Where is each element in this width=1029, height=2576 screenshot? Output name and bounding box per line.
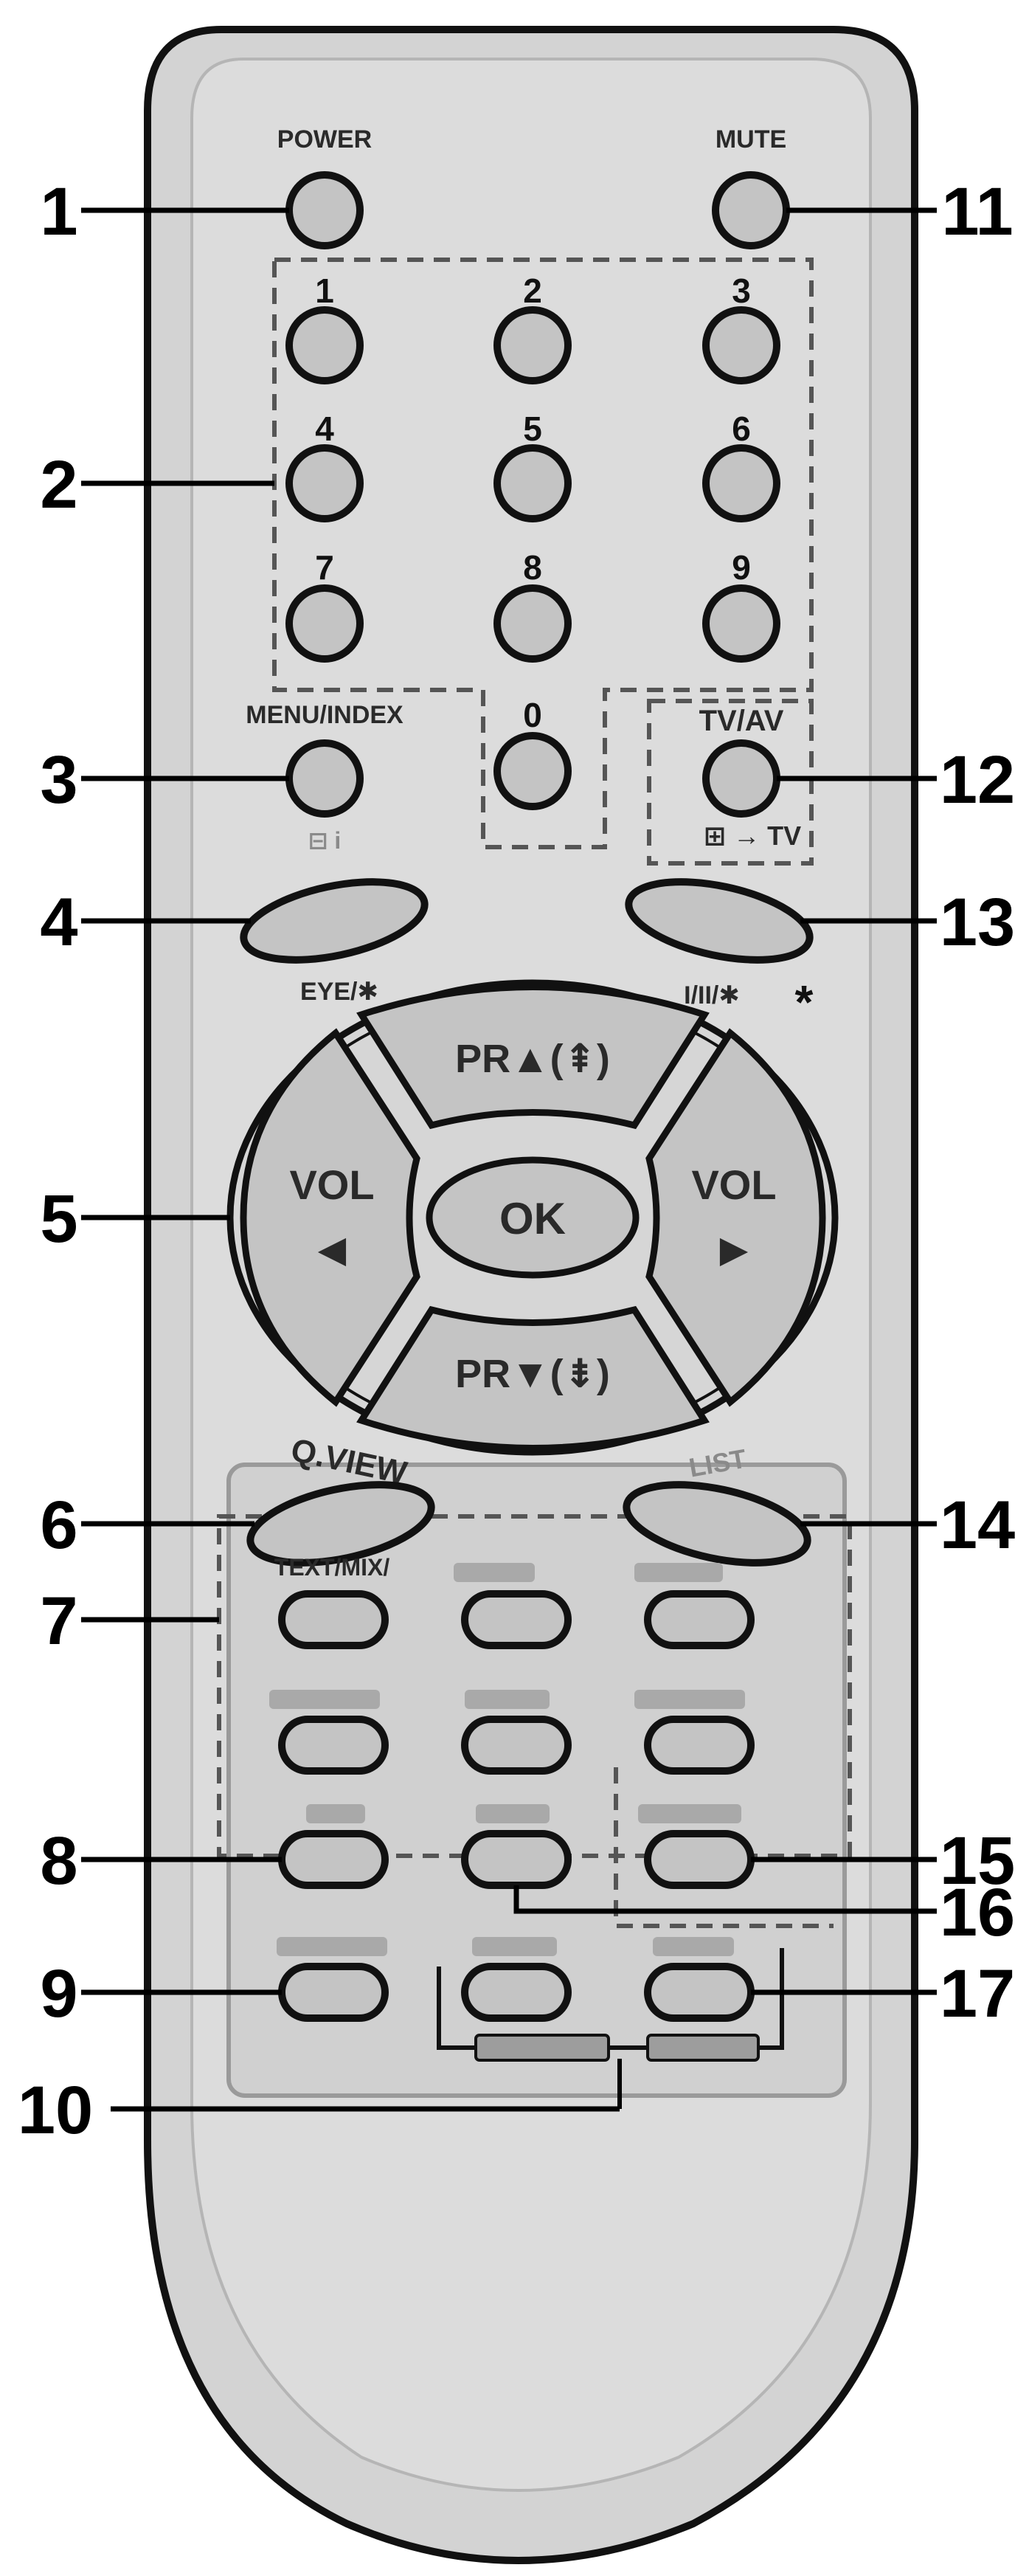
vol-right-label: VOL <box>691 1161 776 1208</box>
bottom-row-tag-left <box>474 2034 610 2062</box>
callout-8: 8 <box>40 1823 77 1899</box>
digit-3-button[interactable] <box>702 306 780 384</box>
teletext-caption-1 <box>454 1563 535 1582</box>
ok-label: OK <box>499 1194 566 1243</box>
digit-5-button[interactable] <box>493 444 572 522</box>
digit-1-button[interactable] <box>285 306 364 384</box>
teletext-button-10[interactable] <box>278 1963 389 2022</box>
teletext-button-6[interactable] <box>644 1716 755 1775</box>
vol-left-arrow: ◀ <box>318 1229 347 1270</box>
teletext-caption-4 <box>269 1690 380 1709</box>
vol-left-button[interactable] <box>240 1028 420 1407</box>
digit-2-button[interactable] <box>493 306 572 384</box>
callout-6: 6 <box>40 1488 77 1563</box>
tv-av-frame <box>647 699 814 866</box>
number-pad-frame <box>272 258 814 849</box>
teletext-button-3[interactable] <box>644 1590 755 1649</box>
digit-7-label: 7 <box>315 548 334 587</box>
i-ii-button[interactable] <box>622 868 817 974</box>
teletext-button-5[interactable] <box>461 1716 572 1775</box>
callout-5: 5 <box>40 1181 77 1257</box>
pr-down-label: PR▼(⇟) <box>455 1352 610 1396</box>
digit-0-label: 0 <box>523 696 542 734</box>
teletext-button-7[interactable] <box>278 1830 389 1889</box>
callout-14: 14 <box>940 1488 1015 1563</box>
teletext-button-11[interactable] <box>461 1963 572 2022</box>
list-button[interactable] <box>620 1471 814 1577</box>
digit-6-button[interactable] <box>702 444 780 522</box>
qview-button[interactable] <box>243 1471 438 1577</box>
digit-5-label: 5 <box>523 410 542 448</box>
digit-6-label: 6 <box>732 410 751 448</box>
pr-up-button[interactable] <box>356 984 710 1130</box>
teletext-button-9[interactable] <box>644 1830 755 1889</box>
callout-1: 1 <box>40 174 77 249</box>
callout-9: 9 <box>40 1956 77 2031</box>
callout-4: 4 <box>40 885 77 960</box>
digit-8-label: 8 <box>523 548 542 587</box>
digit-2-label: 2 <box>523 272 542 310</box>
callout-12: 12 <box>940 742 1015 818</box>
vol-left-label: VOL <box>289 1161 374 1208</box>
eye-button[interactable] <box>237 868 432 974</box>
digit-7-button[interactable] <box>285 584 364 663</box>
callout-3: 3 <box>40 742 77 818</box>
pr-up-label: PR▲(⇞) <box>455 1037 610 1081</box>
digit-9-button[interactable] <box>702 584 780 663</box>
callout-11: 11 <box>941 174 1013 249</box>
teletext-caption-9 <box>638 1804 741 1823</box>
callout-17: 17 <box>940 1956 1015 2031</box>
teletext-lower-dashed <box>614 1767 834 1928</box>
teletext-caption-5 <box>465 1690 550 1709</box>
digit-0-button[interactable] <box>493 732 572 810</box>
digit-9-label: 9 <box>732 548 751 587</box>
menu-button[interactable] <box>285 739 364 818</box>
digit-4-button[interactable] <box>285 444 364 522</box>
bottom-row-bracket <box>437 1948 784 2050</box>
asterisk-mark: * <box>795 976 814 1029</box>
vol-right-arrow: ▶ <box>720 1229 749 1270</box>
power-label: POWER <box>277 125 372 153</box>
teletext-caption-7 <box>306 1804 365 1823</box>
callout-13: 13 <box>940 885 1015 960</box>
text-mix-button[interactable] <box>278 1590 389 1649</box>
teletext-caption-12 <box>653 1937 734 1956</box>
teletext-caption-10 <box>277 1937 387 1956</box>
teletext-button-4[interactable] <box>278 1716 389 1775</box>
power-button[interactable] <box>285 171 364 249</box>
leader-16 <box>513 1885 937 1914</box>
tv-av-button[interactable] <box>702 739 780 818</box>
teletext-button-12[interactable] <box>644 1963 755 2022</box>
teletext-button-2[interactable] <box>461 1590 572 1649</box>
tv-av-sub-label: ⊞ → TV <box>704 821 801 851</box>
teletext-caption-2 <box>634 1563 723 1582</box>
menu-label: MENU/INDEX <box>246 701 403 729</box>
vol-right-button[interactable] <box>645 1028 826 1407</box>
mute-label: MUTE <box>716 125 786 153</box>
eye-label: EYE/✱ <box>300 978 378 1006</box>
callout-7: 7 <box>40 1584 77 1659</box>
teletext-button-8[interactable] <box>461 1830 572 1889</box>
menu-sub-icon: ⊟ i <box>308 827 342 854</box>
digit-8-button[interactable] <box>493 584 572 663</box>
teletext-caption-6 <box>634 1690 745 1709</box>
callout-15: 15 <box>940 1823 1015 1899</box>
callout-10: 10 <box>18 2073 93 2148</box>
i-ii-label: I/II/✱ <box>684 981 740 1009</box>
teletext-caption-11 <box>472 1937 557 1956</box>
callout-2: 2 <box>40 447 77 522</box>
pr-down-button[interactable] <box>356 1305 710 1451</box>
callout-16: 16 <box>940 1875 1015 1950</box>
text-mix-label: TEXT/MIX/ <box>274 1554 390 1581</box>
bottom-row-tag-right <box>646 2034 760 2062</box>
digit-4-label: 4 <box>315 410 334 448</box>
mute-button[interactable] <box>712 171 790 249</box>
teletext-caption-8 <box>476 1804 550 1823</box>
digit-3-label: 3 <box>732 272 751 310</box>
tv-av-label: TV/AV <box>699 705 784 737</box>
ok-button[interactable] <box>426 1156 640 1279</box>
digit-1-label: 1 <box>315 272 334 310</box>
